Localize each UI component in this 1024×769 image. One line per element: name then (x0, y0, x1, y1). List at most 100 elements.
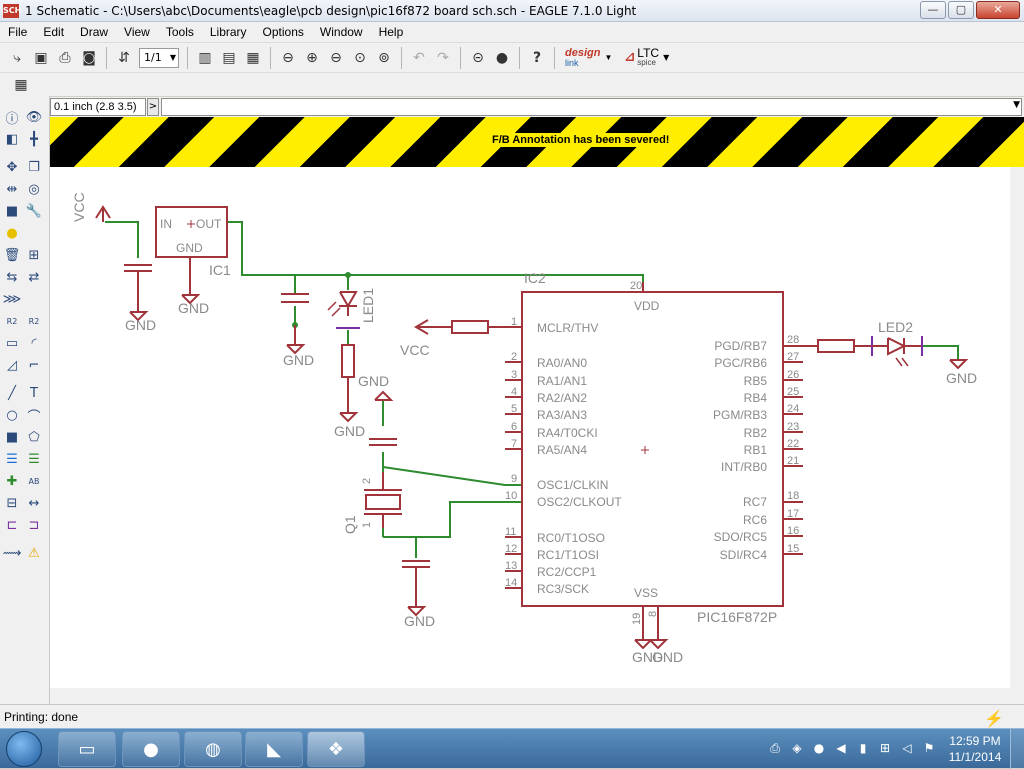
menu-tools[interactable]: Tools (165, 25, 194, 39)
vertical-scrollbar[interactable] (1010, 167, 1024, 688)
text-icon[interactable]: T (30, 385, 38, 401)
polygon-icon[interactable]: ⬠ (28, 429, 40, 445)
start-button[interactable] (6, 731, 42, 767)
show-icon[interactable]: 👁 (25, 109, 43, 125)
gateswap-icon[interactable]: ⋙ (2, 291, 22, 307)
delete-icon[interactable]: 🗑 (3, 247, 21, 263)
split-icon[interactable]: ◿ (7, 357, 17, 373)
circle-icon[interactable]: ○ (6, 407, 18, 423)
show-desktop-button[interactable] (1010, 729, 1024, 769)
menu-view[interactable]: View (124, 25, 150, 39)
bus-icon[interactable]: ☰ (6, 451, 18, 467)
smash-icon[interactable]: ▭ (5, 335, 19, 351)
add-icon[interactable]: ⊞ (28, 247, 40, 263)
lightning-icon[interactable]: ⚡ (984, 711, 1004, 728)
horizontal-scrollbar[interactable] (50, 688, 1024, 704)
gnd-label-4: GND (334, 423, 365, 439)
mirror-icon[interactable]: ⇹ (6, 181, 18, 197)
pinswap-icon[interactable]: ⇆ (6, 269, 18, 285)
close-button[interactable]: ✕ (976, 1, 1020, 19)
info-icon[interactable]: ⓘ (5, 111, 19, 127)
app-m-icon[interactable]: ● (813, 741, 825, 755)
app-m-taskbar-icon[interactable]: ● (122, 731, 180, 767)
cam-icon[interactable]: ◙ (82, 49, 96, 66)
wire-icon[interactable]: ╱ (8, 385, 16, 401)
move-icon[interactable]: ✥ (6, 159, 18, 175)
open-icon[interactable]: ⤷ (13, 49, 21, 66)
print-icon[interactable]: ⎙ (59, 49, 71, 66)
attribute-icon[interactable]: ⊟ (6, 495, 18, 511)
menu-help[interactable]: Help (378, 25, 404, 39)
copy-icon[interactable]: ❐ (28, 159, 40, 175)
arc-icon[interactable]: ⌒ (27, 409, 41, 425)
menu-draw[interactable]: Draw (80, 25, 109, 39)
change-icon[interactable]: 🔧 (25, 203, 43, 219)
menu-edit[interactable]: Edit (43, 25, 65, 39)
undo-icon[interactable]: ↶ (413, 49, 425, 66)
volume-icon[interactable]: ◀ (836, 741, 846, 755)
sheet-select[interactable]: 1/1▼ (139, 47, 179, 68)
zoom-in-icon[interactable]: ⊕ (306, 49, 318, 66)
rotate-icon[interactable]: ◎ (28, 181, 40, 197)
stop-icon[interactable]: ⊝ (472, 49, 484, 66)
zoom-select-icon[interactable]: ⊙ (354, 49, 366, 66)
display-icon[interactable]: ◧ (5, 131, 19, 147)
explorer-taskbar-icon[interactable]: ▭ (58, 731, 116, 767)
ulp-icon[interactable]: ▤ (222, 49, 236, 66)
erc-check-icon[interactable]: ⟿ (2, 545, 22, 561)
command-line-input[interactable] (161, 98, 1022, 116)
miter-icon[interactable]: ◜ (31, 335, 37, 351)
network-monitor-icon[interactable]: ◈ (792, 741, 802, 755)
name-icon[interactable]: R2 (6, 316, 18, 326)
maximize-button[interactable]: ▢ (948, 1, 974, 19)
frame-icon[interactable]: ⊏ (6, 517, 18, 533)
schematic-canvas[interactable]: VCC IN OUT GND IC1 GND GND GND LED1 GND … (50, 167, 1024, 704)
pin-num-right: 17 (787, 508, 799, 520)
mark-icon[interactable]: ╋ (30, 131, 38, 147)
zoom-out-icon[interactable]: ⊖ (330, 49, 342, 66)
script-icon[interactable]: ⇵ (118, 49, 130, 66)
rect-icon[interactable]: ■ (5, 429, 19, 445)
battery-icon[interactable]: ▮ (859, 741, 867, 755)
designlink-button[interactable]: design link ▼ (565, 47, 612, 68)
save-icon[interactable]: ▣ (34, 49, 48, 66)
grid-icon[interactable]: ▦ (14, 76, 28, 93)
invoke-icon[interactable]: ⌐ (28, 357, 40, 373)
replace-icon[interactable]: ⇄ (28, 269, 40, 285)
redo-icon[interactable]: ↷ (437, 49, 449, 66)
menu-options[interactable]: Options (262, 25, 304, 39)
frame2-icon[interactable]: ⊐ (28, 517, 40, 533)
action-center-icon[interactable]: ⚑ (923, 741, 935, 755)
acrobat-taskbar-icon[interactable]: ◣ (245, 731, 303, 767)
menu-window[interactable]: Window (319, 25, 363, 39)
dimension-icon[interactable]: ↔ (28, 495, 40, 511)
speaker-icon[interactable]: ◁ (902, 741, 912, 755)
printer-icon[interactable]: ⎙ (770, 741, 780, 755)
value-icon[interactable]: R2 (28, 316, 40, 326)
system-clock[interactable]: 12:59 PM 11/1/2014 (940, 733, 1010, 765)
warning-icon[interactable]: ⚠ (28, 545, 40, 561)
group-icon[interactable]: ■ (5, 203, 19, 219)
menu-file[interactable]: File (8, 25, 28, 39)
junction-icon[interactable]: ✚ (6, 473, 18, 489)
parameter-toolbar: ▦ (0, 72, 1024, 96)
paste-icon[interactable]: ● (6, 225, 18, 241)
erc-icon[interactable]: ▦ (246, 49, 260, 66)
board-switch-icon[interactable]: ▥ (198, 49, 212, 66)
chevron-down-icon[interactable]: ▼ (1013, 100, 1020, 110)
menu-library[interactable]: Library (209, 25, 247, 39)
label-icon[interactable]: AB (28, 476, 40, 486)
zoom-last-icon[interactable]: ⊚ (378, 49, 390, 66)
net-icon[interactable]: ☰ (28, 451, 40, 467)
help-icon[interactable]: ? (532, 49, 542, 66)
go-icon[interactable]: ● (495, 49, 509, 66)
schematic-drawing[interactable]: VCC IN OUT GND IC1 GND GND GND LED1 GND … (50, 167, 1024, 704)
minimize-button[interactable]: — (920, 1, 946, 19)
coordinate-toggle-button[interactable]: > (147, 98, 159, 116)
zoom-fit-icon[interactable]: ⊖ (282, 49, 294, 66)
pin-name-right: RC6 (743, 513, 767, 527)
firefox-taskbar-icon[interactable]: ◍ (184, 731, 242, 767)
network-icon[interactable]: ⊞ (879, 741, 891, 755)
eagle-taskbar-icon[interactable]: ❖ (307, 731, 365, 767)
